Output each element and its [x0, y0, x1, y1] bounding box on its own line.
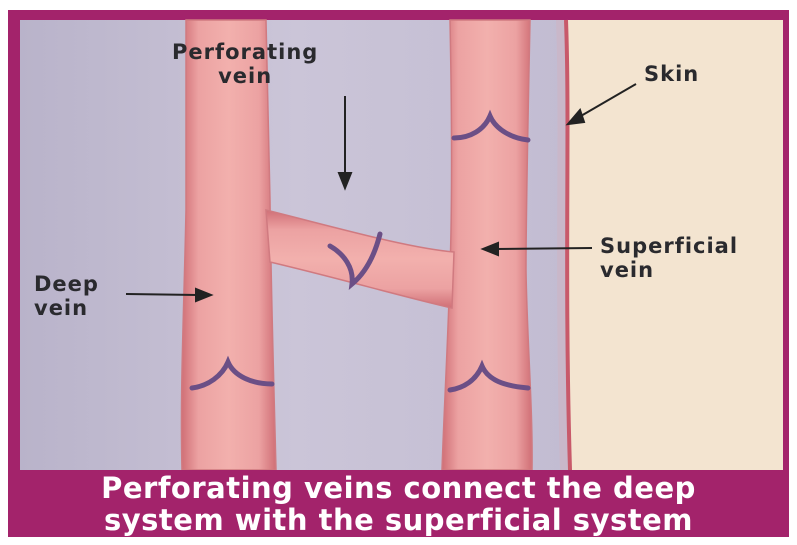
perforating-vein-label: Perforating vein	[172, 40, 318, 88]
perforating-vein-label-line2: vein	[172, 64, 318, 88]
superficial-vein-label-line2: vein	[600, 258, 738, 282]
superficial-vein-label-line1: Superficial	[600, 234, 738, 258]
superficial-vein-shape	[442, 20, 532, 470]
deep-vein-label-line2: vein	[34, 296, 99, 320]
caption-line2: system with the superficial system	[8, 504, 789, 536]
superficial-vein-label: Superficial vein	[600, 234, 738, 282]
diagram-frame: Perforating vein Skin Superficial vein D…	[8, 10, 789, 537]
caption: Perforating veins connect the deep syste…	[8, 472, 789, 536]
skin-label-text: Skin	[644, 62, 699, 86]
deep-vein-label: Deep vein	[34, 272, 99, 320]
deep-vein-label-line1: Deep	[34, 272, 99, 296]
skin-label: Skin	[644, 62, 699, 86]
perforating-vein-label-line1: Perforating	[172, 40, 318, 64]
caption-line1: Perforating veins connect the deep	[8, 472, 789, 504]
